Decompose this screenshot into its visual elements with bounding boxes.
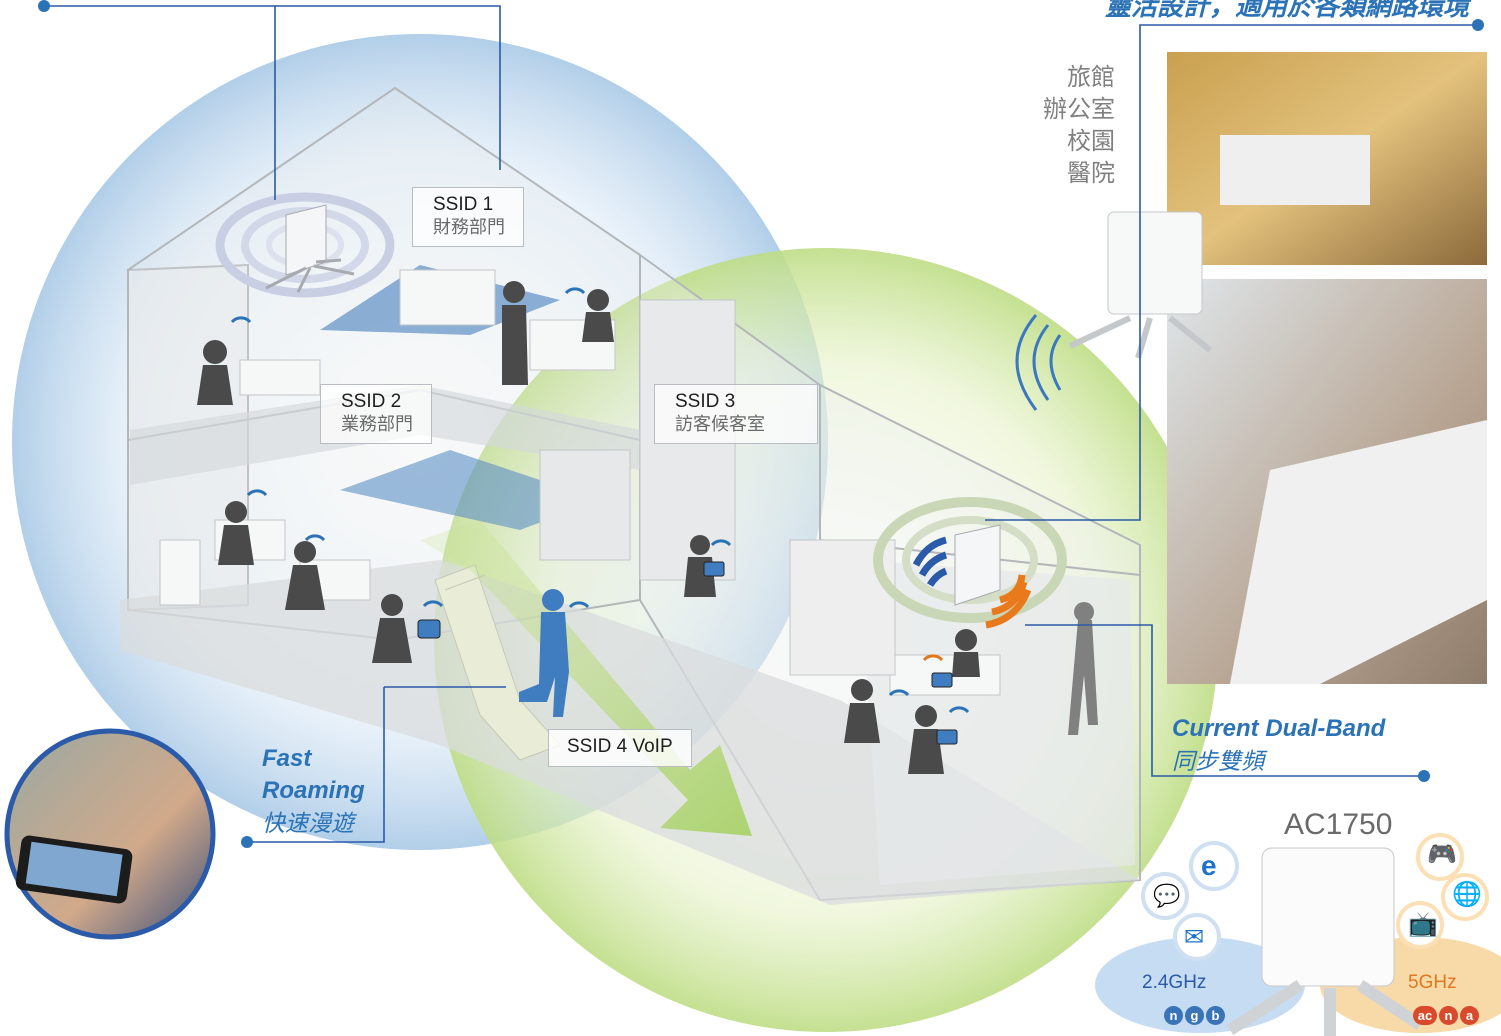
- feature-title-line2: Roaming: [262, 777, 365, 804]
- venue-item: 旅館: [1067, 64, 1115, 91]
- ie-icon: e: [1201, 850, 1217, 881]
- tv-icon: 📺: [1408, 911, 1438, 938]
- wifi-badges: [230, 287, 970, 714]
- ap-upper: [215, 192, 395, 298]
- ssid-label-3: SSID 3 訪客候客室: [654, 384, 818, 444]
- meeting-table: [1230, 420, 1487, 684]
- gamepad-icon: 🎮: [1427, 841, 1457, 868]
- feature-fast-roaming: Fast Roaming 快速漫遊: [262, 743, 365, 839]
- mail-icon: ✉: [1184, 924, 1205, 951]
- product-ap: [1261, 847, 1395, 987]
- banner-title: 靈活設計，適用於各類網路環境: [1104, 0, 1469, 21]
- feature-subtitle: 同步雙頻: [1172, 748, 1264, 774]
- globe-icon: 🌐: [1452, 881, 1482, 908]
- ap-photo: [1015, 211, 1212, 411]
- callout-dots: [38, 0, 1484, 848]
- venue-item: 醫院: [1067, 160, 1115, 187]
- standard-pill: b: [1206, 1006, 1225, 1025]
- chat-icon: 💬: [1153, 883, 1181, 908]
- feature-title-line1: Fast: [262, 745, 312, 772]
- ssid-dept: 訪客候客室: [675, 414, 765, 434]
- product-model: AC1750: [1284, 808, 1393, 841]
- callout-lines: [44, 5, 1478, 843]
- people: [197, 281, 1098, 774]
- ssid-id: SSID 2: [341, 391, 402, 412]
- standard-pill: g: [1185, 1006, 1204, 1025]
- ssid-label-1: SSID 1 財務部門: [412, 187, 524, 247]
- band-5-label: 5GHz: [1408, 972, 1457, 993]
- venue-item: 校園: [1067, 128, 1115, 155]
- ap-lower: [873, 497, 1067, 629]
- band-24-label: 2.4GHz: [1142, 972, 1207, 993]
- standard-pill: n: [1164, 1006, 1183, 1025]
- feature-dual-band: Current Dual-Band 同步雙頻: [1172, 713, 1385, 777]
- ssid-id: SSID 1: [433, 194, 494, 215]
- standard-pill: a: [1460, 1006, 1479, 1025]
- feature-subtitle: 快速漫遊: [262, 810, 354, 836]
- app-icons: [1141, 833, 1489, 961]
- tablets: [417, 561, 958, 745]
- venue-item: 辦公室: [1043, 96, 1115, 123]
- roaming-person: [519, 589, 569, 717]
- roaming-phone-photo: [4, 728, 216, 940]
- standard-pill: n: [1439, 1006, 1458, 1025]
- ssid-id: SSID 3: [675, 391, 736, 412]
- standard-pill: ac: [1413, 1006, 1437, 1025]
- ssid-label-4: SSID 4 VoIP: [548, 729, 692, 767]
- ssid-label-2: SSID 2 業務部門: [320, 384, 432, 444]
- ssid-dept: 財務部門: [433, 217, 505, 237]
- ssid-dept: 業務部門: [341, 414, 413, 434]
- feature-title: Current Dual-Band: [1172, 715, 1386, 742]
- venue-list: 旅館 辦公室 校園 醫院: [1043, 62, 1115, 190]
